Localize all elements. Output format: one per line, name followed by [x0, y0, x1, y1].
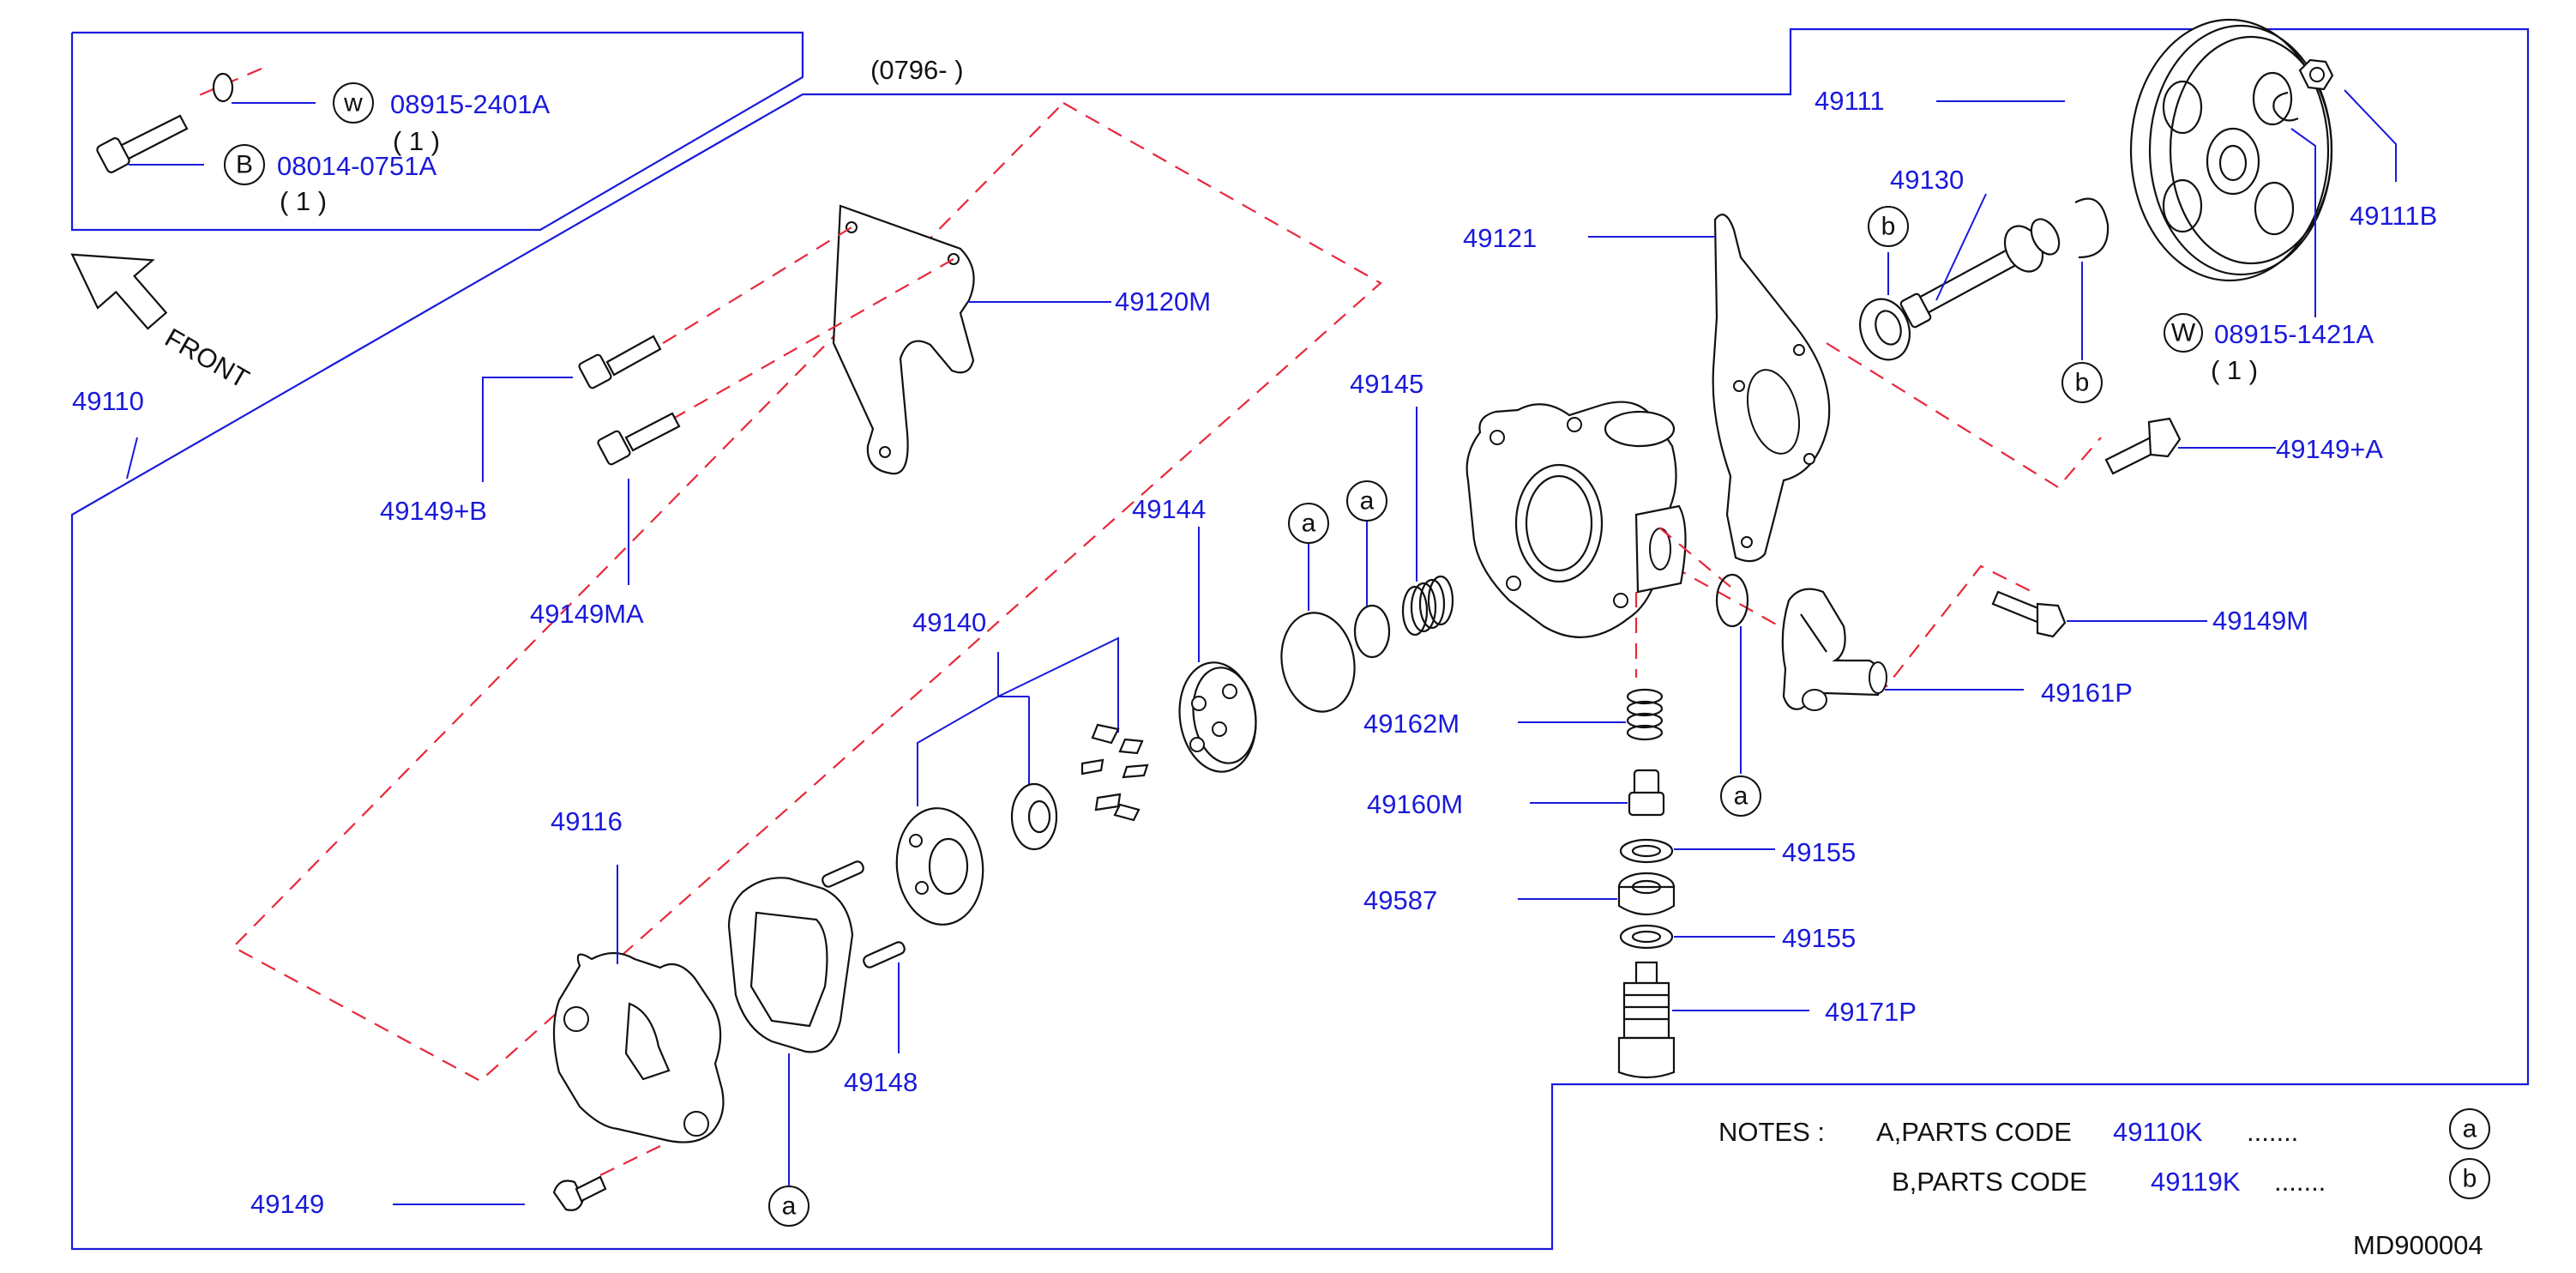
date-range: (0796- ): [870, 55, 964, 85]
notes-line-a-prefix: A,PARTS CODE: [1876, 1117, 2072, 1147]
callout-b-snapring: b: [2075, 369, 2090, 397]
spring-49145: [1401, 575, 1454, 636]
notes-line-a-dots: .......: [2247, 1117, 2298, 1147]
cam-ring: [895, 807, 984, 926]
pulley-49111: [2129, 18, 2333, 282]
gasket: [727, 877, 854, 1053]
connector-49161p: [1781, 588, 1887, 711]
part-label-49149-plus-b[interactable]: 49149+B: [380, 496, 487, 526]
bolt-49149m: [1991, 590, 2067, 638]
bracket-49121: [1712, 214, 1831, 563]
bolt-symbol: B: [236, 151, 253, 179]
bolt-49149: [552, 1175, 607, 1211]
bolt-49149-plus-b: [578, 335, 662, 389]
washer-w-symbol: W: [2171, 319, 2196, 347]
cover-49116: [552, 951, 725, 1143]
part-label-49111B[interactable]: 49111B: [2350, 201, 2437, 231]
bracket-49120m: [659, 204, 975, 475]
bolt-49149-plus-a: [2104, 417, 2182, 475]
notes-callout-a: a: [2463, 1115, 2477, 1143]
washer-qty: ( 1 ): [393, 126, 440, 156]
part-label-49149M[interactable]: 49149M: [2212, 606, 2308, 636]
fitting-49587: [1617, 872, 1676, 915]
assembly-envelope: [232, 102, 2102, 1083]
part-label-49149-plus-a[interactable]: 49149+A: [2276, 434, 2383, 464]
diagram-frame: [70, 27, 2530, 1251]
spring-49162m: [1626, 688, 1664, 741]
washer-part-code[interactable]: 08915-2401A: [390, 89, 550, 119]
notes-line-b-prefix: B,PARTS CODE: [1892, 1167, 2087, 1197]
callout-b-washer: b: [1881, 213, 1896, 241]
shaft-49130: [1899, 218, 2061, 329]
fitting-49171p: [1617, 961, 1676, 1079]
part-label-49130[interactable]: 49130: [1890, 165, 1964, 195]
part-label-49155-lower[interactable]: 49155: [1782, 923, 1856, 953]
part-label-49149[interactable]: 49149: [250, 1189, 324, 1219]
part-label-49110[interactable]: 49110: [72, 386, 144, 416]
bolt-qty: ( 1 ): [280, 186, 327, 216]
plate-49144: [1178, 661, 1257, 773]
part-label-49144[interactable]: 49144: [1132, 494, 1206, 524]
nut-49111b: [2298, 58, 2334, 91]
front-label: FRONT: [160, 323, 255, 395]
part-label-08915-1421A[interactable]: 08915-1421A: [2214, 319, 2374, 349]
part-label-49587[interactable]: 49587: [1363, 885, 1437, 915]
callout-a-oring-body: a: [1734, 782, 1748, 811]
part-label-49161P[interactable]: 49161P: [2041, 678, 2133, 708]
valve-49160m: [1628, 769, 1665, 817]
part-label-49116[interactable]: 49116: [551, 806, 623, 836]
bolt-49149ma: [597, 412, 681, 466]
diagram-id: MD900004: [2353, 1230, 2483, 1260]
part-label-49145[interactable]: 49145: [1350, 369, 1423, 399]
part-label-49148[interactable]: 49148: [844, 1067, 918, 1097]
part-label-49160M[interactable]: 49160M: [1367, 789, 1463, 819]
part-label-49121[interactable]: 49121: [1463, 223, 1537, 253]
bolt-part-code[interactable]: 08014-0751A: [277, 151, 436, 181]
notes-label: NOTES :: [1718, 1117, 1825, 1147]
front-arrow-icon: FRONT: [70, 253, 255, 395]
part-label-49171P[interactable]: 49171P: [1825, 997, 1917, 1027]
callout-a-oring-large: a: [1302, 510, 1316, 538]
notes-block: NOTES : A,PARTS CODE 49110K ....... a B,…: [1718, 1108, 2490, 1199]
washer-symbol: w: [343, 89, 363, 118]
callout-a-oring-small: a: [1360, 487, 1375, 516]
notes-line-a-code[interactable]: 49110K: [2113, 1117, 2203, 1147]
vanes: [1080, 723, 1149, 822]
part-label-49149MA[interactable]: 49149MA: [530, 599, 644, 629]
notes-line-b-dots: .......: [2274, 1167, 2326, 1197]
rotor: [1010, 782, 1058, 851]
part-label-49140[interactable]: 49140: [912, 607, 986, 637]
part-label-49111[interactable]: 49111: [1815, 86, 1885, 116]
washer-qty-08915-1421A: ( 1 ): [2211, 355, 2258, 385]
notes-line-b-code[interactable]: 49119K: [2151, 1167, 2241, 1197]
part-label-49162M[interactable]: 49162M: [1363, 709, 1460, 739]
notes-callout-b: b: [2463, 1165, 2477, 1193]
inset-bolt: [96, 114, 189, 173]
callout-a-gasket: a: [782, 1192, 797, 1221]
part-label-49155-upper[interactable]: 49155: [1782, 837, 1856, 867]
part-label-49120M[interactable]: 49120M: [1115, 287, 1211, 317]
pump-body: [1466, 401, 1687, 638]
inset-bolt-washer: w 08915-2401A ( 1 ) B 08014-0751A ( 1 ): [96, 67, 550, 216]
